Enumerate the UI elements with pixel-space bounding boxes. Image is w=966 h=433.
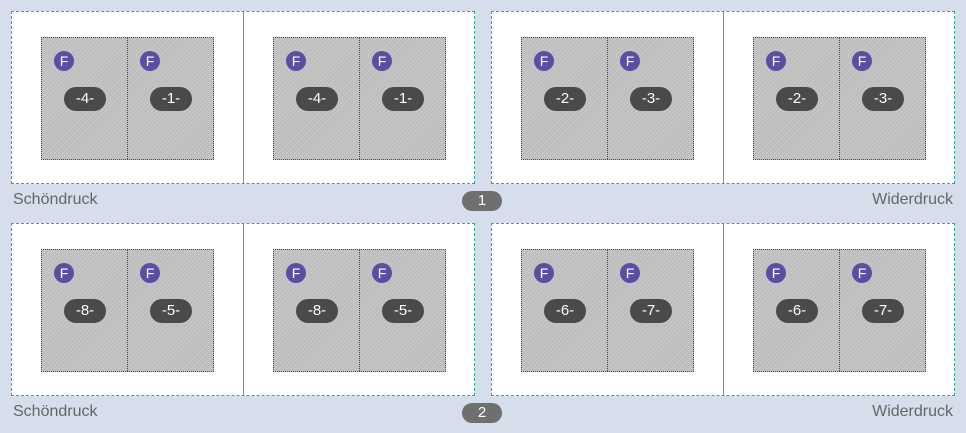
- f-marker-icon: F: [54, 263, 74, 283]
- fold-line: [723, 12, 724, 183]
- page-tile[interactable]: F -7-: [608, 250, 694, 371]
- page-number-badge: -3-: [630, 87, 672, 111]
- page-group[interactable]: F -6- F -7-: [521, 249, 694, 372]
- page-group[interactable]: F -2- F -3-: [753, 37, 926, 160]
- f-marker-icon: F: [286, 263, 306, 283]
- page-divider: [359, 250, 360, 371]
- back-side-sheet[interactable]: F -2- F -3- F -2- F -3-: [491, 11, 955, 184]
- f-marker-icon: F: [54, 51, 74, 71]
- page-tile[interactable]: F -3-: [608, 38, 694, 159]
- back-side-label: Widerdruck: [872, 403, 953, 420]
- front-side-sheet[interactable]: F -4- F -1- F -4- F -1-: [11, 11, 475, 184]
- f-marker-icon: F: [766, 263, 786, 283]
- page-tile[interactable]: F -6-: [754, 250, 840, 371]
- page-number-badge: -8-: [296, 299, 338, 323]
- page-tile[interactable]: F -2-: [522, 38, 608, 159]
- page-tile[interactable]: F -1-: [128, 38, 214, 159]
- fold-line: [243, 224, 244, 395]
- f-marker-icon: F: [372, 263, 392, 283]
- f-marker-icon: F: [286, 51, 306, 71]
- page-tile[interactable]: F -1-: [360, 38, 446, 159]
- page-divider: [839, 250, 840, 371]
- page-number-badge: -1-: [382, 87, 424, 111]
- f-marker-icon: F: [140, 51, 160, 71]
- page-group[interactable]: F -8- F -5-: [41, 249, 214, 372]
- front-side-label: Schöndruck: [13, 403, 98, 420]
- sheet-number-badge[interactable]: 1: [462, 191, 502, 211]
- front-side-label: Schöndruck: [13, 191, 98, 208]
- page-number-badge: -4-: [64, 87, 106, 111]
- page-number-badge: -6-: [544, 299, 586, 323]
- page-divider: [607, 250, 608, 371]
- page-divider: [839, 38, 840, 159]
- page-tile[interactable]: F -4-: [274, 38, 360, 159]
- sheet-row-2: F -8- F -5- F -8- F -5- F: [0, 212, 966, 424]
- page-group[interactable]: F -8- F -5-: [273, 249, 446, 372]
- page-number-badge: -5-: [382, 299, 424, 323]
- page-divider: [607, 38, 608, 159]
- page-number-badge: -6-: [776, 299, 818, 323]
- f-marker-icon: F: [534, 51, 554, 71]
- page-group[interactable]: F -2- F -3-: [521, 37, 694, 160]
- f-marker-icon: F: [766, 51, 786, 71]
- page-divider: [359, 38, 360, 159]
- f-marker-icon: F: [372, 51, 392, 71]
- page-number-badge: -1-: [150, 87, 192, 111]
- fold-line: [723, 224, 724, 395]
- page-tile[interactable]: F -5-: [128, 250, 214, 371]
- back-side-sheet[interactable]: F -6- F -7- F -6- F -7-: [491, 223, 955, 396]
- page-number-badge: -3-: [862, 87, 904, 111]
- f-marker-icon: F: [140, 263, 160, 283]
- page-number-badge: -2-: [776, 87, 818, 111]
- page-tile[interactable]: F -5-: [360, 250, 446, 371]
- page-divider: [127, 250, 128, 371]
- page-group[interactable]: F -4- F -1-: [41, 37, 214, 160]
- fold-line: [243, 12, 244, 183]
- page-tile[interactable]: F -8-: [274, 250, 360, 371]
- page-tile[interactable]: F -2-: [754, 38, 840, 159]
- f-marker-icon: F: [620, 263, 640, 283]
- page-number-badge: -5-: [150, 299, 192, 323]
- sheet-row-1: F -4- F -1- F -4- F -1- F: [0, 0, 966, 212]
- page-number-badge: -2-: [544, 87, 586, 111]
- f-marker-icon: F: [852, 263, 872, 283]
- page-number-badge: -8-: [64, 299, 106, 323]
- page-tile[interactable]: F -6-: [522, 250, 608, 371]
- front-side-sheet[interactable]: F -8- F -5- F -8- F -5-: [11, 223, 475, 396]
- page-number-badge: -4-: [296, 87, 338, 111]
- sheet-number-badge[interactable]: 2: [462, 403, 502, 423]
- page-group[interactable]: F -4- F -1-: [273, 37, 446, 160]
- page-tile[interactable]: F -7-: [840, 250, 926, 371]
- page-number-badge: -7-: [862, 299, 904, 323]
- back-side-label: Widerdruck: [872, 191, 953, 208]
- page-tile[interactable]: F -3-: [840, 38, 926, 159]
- f-marker-icon: F: [620, 51, 640, 71]
- page-tile[interactable]: F -4-: [42, 38, 128, 159]
- page-tile[interactable]: F -8-: [42, 250, 128, 371]
- page-number-badge: -7-: [630, 299, 672, 323]
- f-marker-icon: F: [852, 51, 872, 71]
- page-divider: [127, 38, 128, 159]
- page-group[interactable]: F -6- F -7-: [753, 249, 926, 372]
- f-marker-icon: F: [534, 263, 554, 283]
